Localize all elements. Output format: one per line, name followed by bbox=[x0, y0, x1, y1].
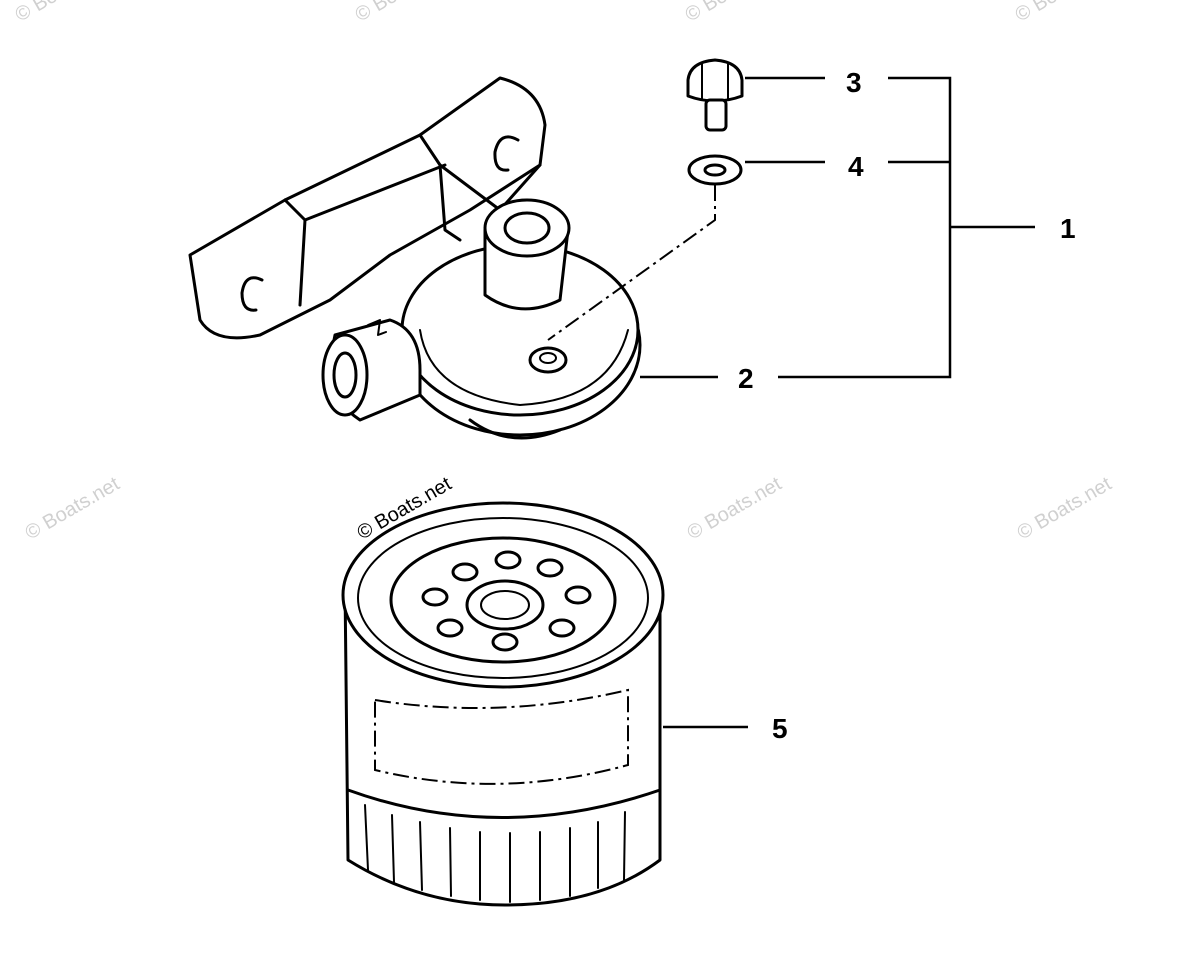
head-bolt-hole-inner bbox=[539, 352, 557, 364]
filter-hole-5 bbox=[548, 618, 576, 638]
bracket-hole-lower bbox=[240, 276, 264, 312]
callout-2: 2 bbox=[738, 363, 754, 394]
bracket-hole-upper bbox=[493, 135, 520, 172]
filter-hole-3 bbox=[536, 558, 564, 578]
watermark-top-4: © Boats.net bbox=[1012, 0, 1114, 26]
filter-hole-1 bbox=[451, 562, 479, 582]
outlet-port bbox=[503, 211, 551, 245]
filter-top-plate bbox=[389, 536, 617, 664]
filter-center-port-thread bbox=[480, 590, 530, 620]
bolt bbox=[686, 58, 744, 132]
filter-head-ring bbox=[419, 329, 629, 406]
callout-1: 1 bbox=[1060, 213, 1076, 244]
watermark-mid-1: © Boats.net bbox=[22, 473, 124, 545]
callout-5: 5 bbox=[772, 713, 788, 744]
bolt-head-flats bbox=[701, 63, 729, 101]
washer bbox=[687, 154, 743, 186]
bolt-head bbox=[686, 58, 744, 103]
callout-3: 3 bbox=[846, 67, 862, 98]
filter-head-neck bbox=[468, 418, 562, 440]
outlet-boss-top bbox=[483, 198, 571, 258]
callout-4: 4 bbox=[848, 151, 864, 182]
filter-label-area bbox=[374, 688, 629, 785]
watermark-top-2: © Boats.net bbox=[352, 0, 454, 26]
bracket-rib-1 bbox=[418, 133, 462, 242]
washer-inner bbox=[703, 163, 727, 177]
filter-hole-8 bbox=[421, 587, 449, 607]
filter-hole-7 bbox=[436, 618, 464, 638]
washer-outer bbox=[687, 154, 743, 186]
watermark-top-1: © Boats.net bbox=[12, 0, 114, 26]
filter-band-ribs bbox=[364, 804, 626, 903]
bracket-plate bbox=[188, 76, 547, 340]
callouts: 3 4 1 2 5 bbox=[738, 67, 1076, 744]
watermark-mid-4: © Boats.net bbox=[1014, 473, 1116, 545]
head-bolt-hole bbox=[528, 346, 568, 374]
filter-hole-2 bbox=[494, 550, 522, 570]
inlet-mark bbox=[367, 319, 387, 336]
filter-hole-4 bbox=[564, 585, 592, 605]
inlet-boss-face bbox=[321, 333, 369, 417]
filter-head-assembly bbox=[188, 76, 642, 440]
filter-hole-6 bbox=[491, 632, 519, 652]
watermark-mid-3: © Boats.net bbox=[684, 473, 786, 545]
filter-center-port bbox=[465, 579, 545, 631]
inlet-port bbox=[332, 351, 358, 399]
oil-filter bbox=[341, 501, 665, 907]
group-bracket bbox=[778, 76, 1035, 379]
watermark-top-3: © Boats.net bbox=[682, 0, 784, 26]
bracket-edge bbox=[303, 163, 447, 222]
assembly-line bbox=[547, 185, 716, 341]
leader-lines bbox=[640, 76, 1035, 729]
bolt-shank bbox=[704, 98, 728, 132]
filter-top-rim-inner bbox=[357, 517, 649, 679]
filter-band-top bbox=[346, 788, 662, 819]
